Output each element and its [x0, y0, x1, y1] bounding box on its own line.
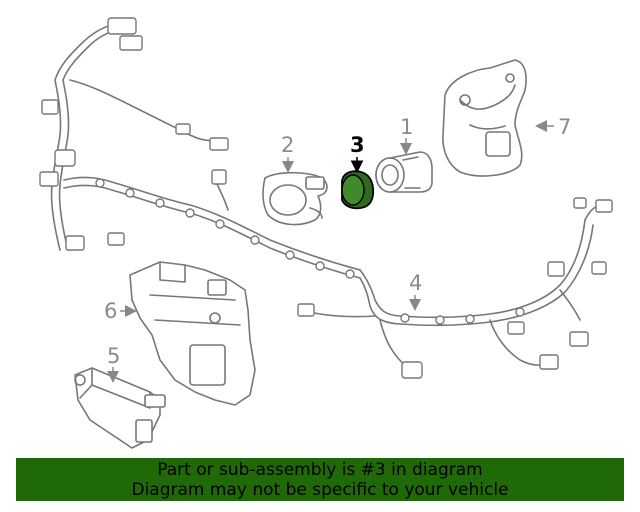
banner-line-2: Diagram may not be specific to your vehi… — [131, 480, 509, 500]
svg-text:1: 1 — [400, 115, 413, 139]
part-3-sensor-retainer — [341, 170, 375, 210]
callout-4: 4 — [409, 271, 422, 311]
upper-harness — [39, 17, 361, 279]
part-1-parking-sensor — [375, 151, 433, 193]
callout-7: 7 — [535, 115, 571, 139]
svg-text:4: 4 — [409, 271, 422, 295]
callout-5: 5 — [107, 344, 120, 383]
info-banner: Part or sub-assembly is #3 in diagram Di… — [16, 458, 624, 501]
lower-harness — [297, 197, 613, 379]
callout-1: 1 — [400, 115, 413, 155]
svg-text:6: 6 — [104, 299, 117, 323]
callout-2: 2 — [281, 133, 294, 173]
part-7-bracket — [442, 59, 527, 177]
exploded-parts-diagram: 1 2 3 4 5 6 7 — [39, 17, 613, 449]
callout-6: 6 — [104, 299, 137, 323]
part-2-sensor-bezel — [262, 171, 328, 226]
svg-text:3: 3 — [350, 133, 365, 157]
banner-line-1: Part or sub-assembly is #3 in diagram — [157, 460, 483, 480]
part-5-control-module — [74, 367, 166, 449]
svg-text:7: 7 — [558, 115, 571, 139]
svg-text:5: 5 — [107, 344, 120, 368]
part-6-module-bracket — [129, 261, 256, 406]
callout-3: 3 — [350, 133, 365, 174]
svg-text:2: 2 — [281, 133, 294, 157]
